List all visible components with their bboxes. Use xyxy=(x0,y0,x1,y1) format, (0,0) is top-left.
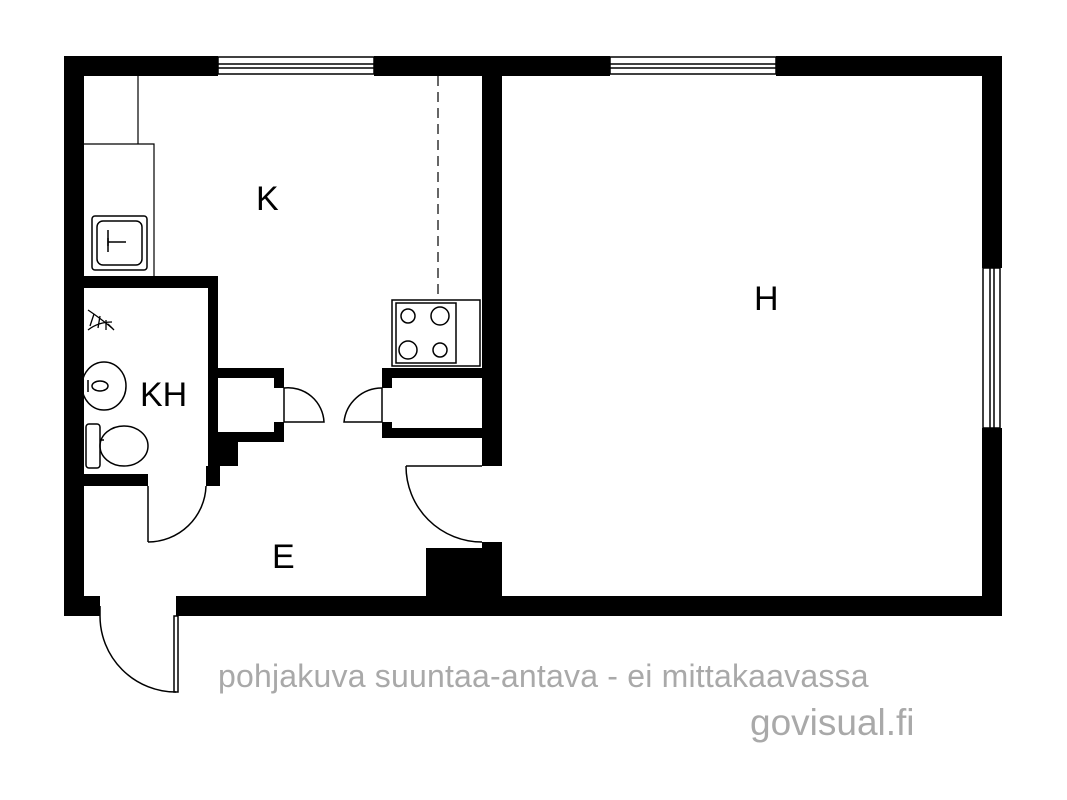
washbasin xyxy=(81,361,127,411)
brand-url: govisual.fi xyxy=(750,702,915,743)
top-right-window xyxy=(609,56,777,75)
outer-walls xyxy=(64,56,1002,616)
room-label-bathroom: KH xyxy=(140,376,187,414)
closet-door xyxy=(343,387,383,423)
room-label-entrance: E xyxy=(272,538,295,576)
room-label-kitchen: K xyxy=(256,180,279,218)
top-left-window xyxy=(217,56,375,75)
kitchen-sink xyxy=(91,215,148,271)
living-room-door xyxy=(405,465,483,543)
entrance-door xyxy=(99,606,179,693)
toilet xyxy=(85,423,149,469)
stove xyxy=(391,299,481,367)
shower-icon xyxy=(87,309,115,331)
disclaimer-caption: pohjakuva suuntaa-antava - ei mittakaava… xyxy=(218,658,869,694)
wardrobe-door xyxy=(283,387,325,423)
bathroom-door xyxy=(147,485,207,543)
kitchen-counter xyxy=(84,76,155,276)
interior-walls xyxy=(84,76,502,616)
room-label-living: H xyxy=(754,280,779,318)
right-window xyxy=(982,267,1001,429)
